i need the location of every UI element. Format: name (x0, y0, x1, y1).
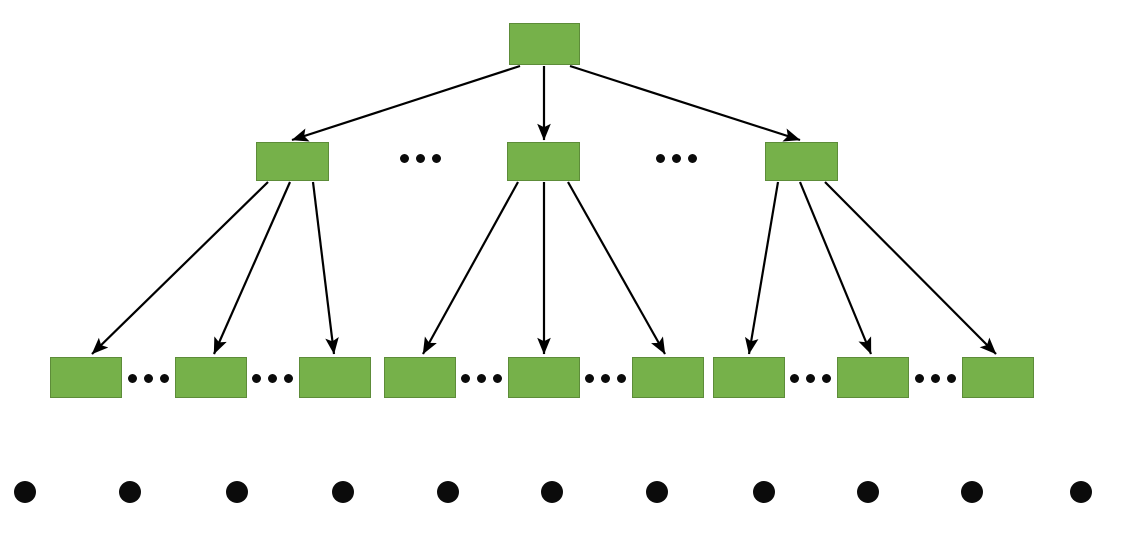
leaf-dot-10[interactable] (961, 481, 983, 503)
leaf-node-9[interactable] (962, 357, 1034, 398)
edge-group (91, 64, 997, 355)
ellipsis-middle-2-dot (671, 153, 681, 163)
leaf-dot-9[interactable] (857, 481, 879, 503)
ellipsis-leaf-6-dot (946, 373, 956, 383)
ellipsis-leaf-4 (582, 371, 628, 385)
ellipsis-leaf-6-dot (914, 373, 924, 383)
ellipsis-leaf-5 (787, 371, 833, 385)
leaf-dot-3[interactable] (226, 481, 248, 503)
edge-middle-2-to-leaf-6 (567, 181, 666, 355)
ellipsis-leaf-5-dot (821, 373, 831, 383)
leaf-dot-1[interactable] (14, 481, 36, 503)
ellipsis-middle-1 (397, 151, 443, 165)
edge-middle-3-to-leaf-9 (824, 181, 997, 355)
ellipsis-leaf-3-dot (460, 373, 470, 383)
ellipsis-leaf-1 (125, 371, 171, 385)
ellipsis-leaf-1-dot (143, 373, 153, 383)
middle-node-1[interactable] (256, 142, 329, 181)
leaf-dot-7[interactable] (646, 481, 668, 503)
edge-middle-3-to-leaf-7 (744, 181, 780, 355)
ellipsis-leaf-6 (912, 371, 958, 385)
ellipsis-middle-2 (653, 151, 699, 165)
leaf-node-5[interactable] (508, 357, 580, 398)
ellipsis-middle-1-dot (431, 153, 441, 163)
ellipsis-leaf-5-dot (789, 373, 799, 383)
ellipsis-leaf-6-dot (930, 373, 940, 383)
ellipsis-middle-2-dot (655, 153, 665, 163)
leaf-node-7[interactable] (713, 357, 785, 398)
leaf-node-1[interactable] (50, 357, 122, 398)
edge-root-to-middle-3 (569, 64, 801, 142)
leaf-dot-11[interactable] (1070, 481, 1092, 503)
ellipsis-leaf-4-dot (616, 373, 626, 383)
root-node[interactable] (509, 23, 580, 65)
edge-middle-1-to-leaf-3 (311, 181, 339, 355)
leaf-node-2[interactable] (175, 357, 247, 398)
edge-root-to-middle-1 (291, 64, 521, 142)
ellipsis-leaf-1-dot (159, 373, 169, 383)
edge-middle-1-to-leaf-2 (212, 181, 292, 355)
ellipsis-middle-1-dot (399, 153, 409, 163)
ellipsis-leaf-2-dot (267, 373, 277, 383)
ellipsis-middle-1-dot (415, 153, 425, 163)
middle-node-3[interactable] (765, 142, 838, 181)
ellipsis-leaf-3-dot (476, 373, 486, 383)
edge-middle-1-to-leaf-1 (91, 181, 269, 355)
ellipsis-leaf-5-dot (805, 373, 815, 383)
edge-middle-3-to-leaf-8 (798, 181, 873, 355)
edge-middle-2-to-leaf-4 (422, 181, 519, 355)
leaf-dot-6[interactable] (541, 481, 563, 503)
ellipsis-middle-2-dot (687, 153, 697, 163)
ellipsis-leaf-3-dot (492, 373, 502, 383)
ellipsis-leaf-4-dot (584, 373, 594, 383)
leaf-node-8[interactable] (837, 357, 909, 398)
ellipsis-leaf-2 (249, 371, 295, 385)
leaf-dot-4[interactable] (332, 481, 354, 503)
leaf-dot-8[interactable] (753, 481, 775, 503)
ellipsis-leaf-2-dot (283, 373, 293, 383)
leaf-node-4[interactable] (384, 357, 456, 398)
middle-node-2[interactable] (507, 142, 580, 181)
leaf-node-6[interactable] (632, 357, 704, 398)
ellipsis-leaf-3 (458, 371, 504, 385)
ellipsis-leaf-2-dot (251, 373, 261, 383)
leaf-dot-2[interactable] (119, 481, 141, 503)
ellipsis-leaf-4-dot (600, 373, 610, 383)
leaf-dot-5[interactable] (437, 481, 459, 503)
leaf-node-3[interactable] (299, 357, 371, 398)
ellipsis-leaf-1-dot (127, 373, 137, 383)
